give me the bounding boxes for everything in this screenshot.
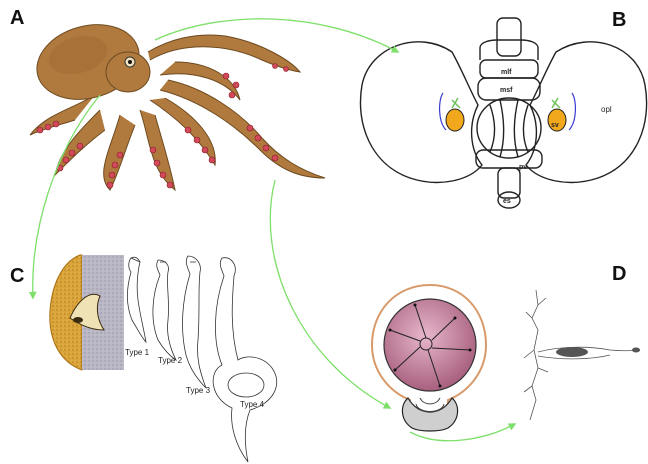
- optic-lobe-left: [360, 42, 482, 183]
- label-type-2: Type 2: [158, 356, 183, 365]
- neuron-type-2: [153, 260, 176, 360]
- neuron-types: [127, 256, 276, 462]
- panel-letter-c: C: [10, 265, 24, 287]
- panel-letter-b: B: [612, 9, 626, 31]
- label-pv: pv: [519, 164, 527, 171]
- label-es: es: [503, 198, 511, 205]
- pv-region: [476, 150, 542, 168]
- label-opl: opl: [601, 105, 612, 114]
- label-type-3: Type 3: [186, 386, 211, 395]
- octopus-illustration: [28, 14, 325, 190]
- label-type-4: Type 4: [240, 400, 265, 409]
- panel-letter-a: A: [10, 7, 24, 29]
- panel-letter-d: D: [612, 263, 626, 285]
- optic-lobe-right: [526, 42, 647, 183]
- neuron-cell-body: [556, 347, 588, 357]
- neuron-type-3: [183, 256, 206, 388]
- neuron-type-1: [127, 258, 146, 342]
- eye-lens: [384, 299, 476, 391]
- bipolar-neuron: [524, 290, 640, 420]
- gland-left: [446, 109, 464, 131]
- label-msf: msf: [500, 87, 513, 94]
- eye-statocyst: [372, 285, 486, 431]
- supraesophageal-cap: [480, 40, 538, 60]
- esophagus-upper: [497, 18, 521, 56]
- label-sv: sv: [551, 122, 559, 129]
- label-mlf: mlf: [501, 69, 512, 76]
- arrow-a-to-d-eye: [270, 180, 390, 408]
- label-type-1: Type 1: [125, 348, 150, 357]
- tissue-section: [50, 255, 124, 370]
- central-brain-mass: [477, 98, 541, 158]
- neuron-type-4: [213, 258, 277, 462]
